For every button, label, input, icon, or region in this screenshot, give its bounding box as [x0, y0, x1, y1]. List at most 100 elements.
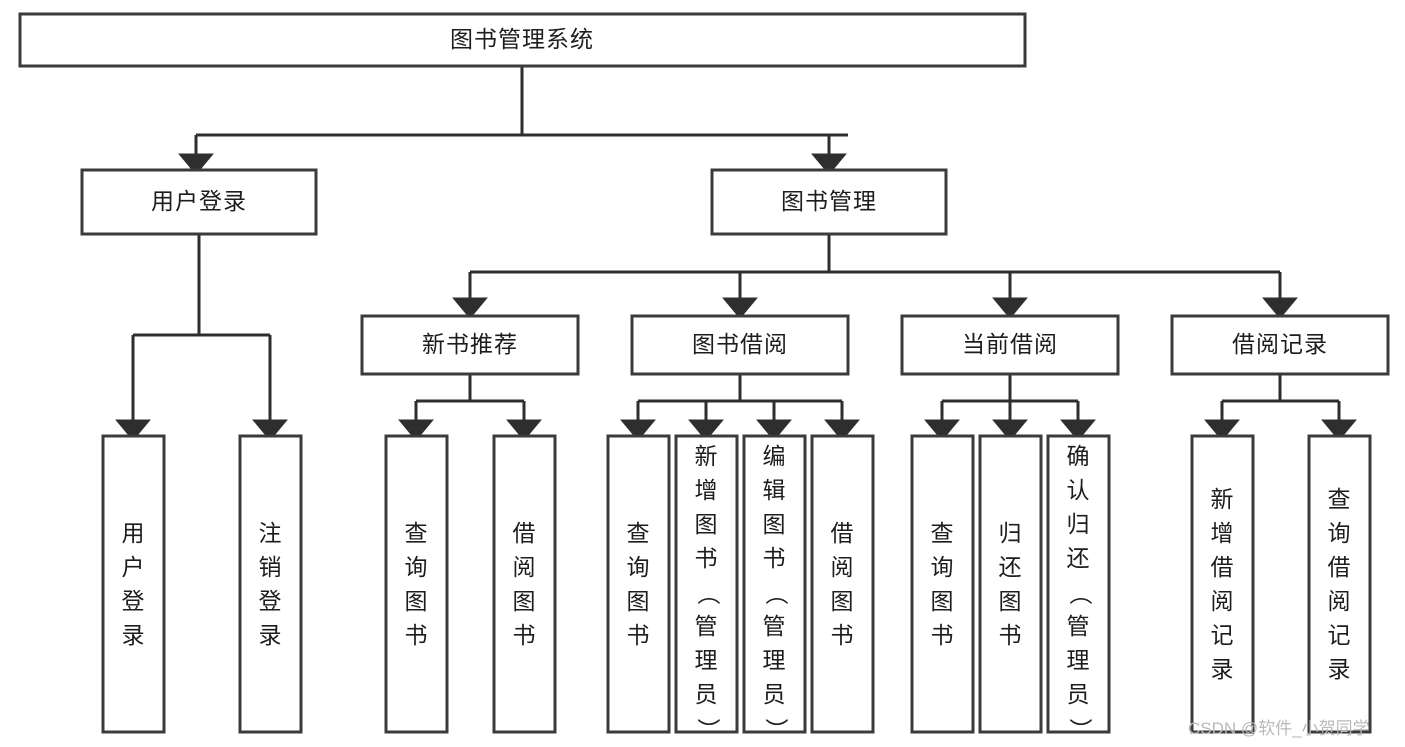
svg-text:确: 确	[1067, 443, 1091, 469]
svg-text:阅: 阅	[1211, 588, 1235, 614]
svg-text:记: 记	[1328, 622, 1352, 648]
svg-text:理: 理	[763, 647, 787, 673]
svg-text:还: 还	[999, 554, 1023, 580]
svg-text:阅: 阅	[1328, 588, 1352, 614]
node-book-manage-box[interactable]	[710, 168, 948, 236]
svg-text:归: 归	[1067, 511, 1091, 537]
svg-text:图: 图	[999, 588, 1023, 614]
svg-text:注: 注	[259, 520, 283, 546]
node-leaf-query-book-1-box[interactable]	[384, 434, 449, 734]
node-book-borrow-box[interactable]	[630, 314, 850, 376]
svg-text:图: 图	[931, 588, 955, 614]
svg-text:阅: 阅	[831, 554, 855, 580]
node-new-book-recommend-box[interactable]	[360, 314, 580, 376]
node-leaf-edit-book-admin-box[interactable]	[742, 434, 807, 734]
svg-text:编: 编	[763, 443, 787, 469]
node-leaf-query-book-2[interactable]	[606, 434, 671, 734]
node-leaf-add-book-admin[interactable]	[674, 434, 739, 734]
node-book-manage[interactable]: 图书管理	[710, 168, 948, 236]
svg-text:图: 图	[763, 511, 787, 537]
node-root-box[interactable]	[18, 12, 1027, 68]
svg-text:查: 查	[627, 520, 651, 546]
node-book-borrow[interactable]: 图书借阅	[630, 314, 850, 376]
svg-text:还: 还	[1067, 545, 1091, 571]
svg-text:销: 销	[259, 554, 283, 580]
svg-text:图: 图	[627, 588, 651, 614]
node-leaf-user-login[interactable]	[101, 434, 166, 734]
svg-text:书: 书	[931, 622, 955, 648]
node-user-login-label: 用户登录	[151, 188, 247, 214]
node-new-book-recommend-label: 新书推荐	[422, 331, 518, 357]
svg-text:录: 录	[1328, 656, 1352, 682]
svg-text:（: （	[695, 582, 721, 606]
node-user-login-box[interactable]	[80, 168, 318, 236]
svg-text:书: 书	[405, 622, 429, 648]
svg-text:新: 新	[695, 443, 719, 469]
node-user-login[interactable]: 用户登录	[80, 168, 318, 236]
node-current-borrow-box[interactable]	[900, 314, 1120, 376]
node-leaf-confirm-return-admin-box[interactable]	[1046, 434, 1111, 734]
node-new-book-recommend[interactable]: 新书推荐	[360, 314, 580, 376]
node-leaf-query-book-1[interactable]	[384, 434, 449, 734]
svg-text:查: 查	[1328, 486, 1352, 512]
node-root[interactable]: 图书管理系统	[18, 12, 1027, 68]
node-current-borrow[interactable]: 当前借阅	[900, 314, 1120, 376]
connector-layer	[115, 66, 1357, 441]
node-leaf-borrow-book-1-box[interactable]	[492, 434, 557, 734]
node-leaf-logout-login-box[interactable]	[238, 434, 303, 734]
svg-text:图: 图	[405, 588, 429, 614]
svg-text:登: 登	[122, 588, 146, 614]
svg-text:员: 员	[1067, 681, 1091, 707]
svg-text:记: 记	[1211, 622, 1235, 648]
svg-text:借: 借	[1211, 554, 1235, 580]
node-leaf-confirm-return-admin[interactable]	[1046, 434, 1111, 734]
node-leaf-query-book-3[interactable]	[910, 434, 975, 734]
svg-text:登: 登	[259, 588, 283, 614]
svg-text:询: 询	[405, 554, 429, 580]
node-leaf-borrow-book-2[interactable]	[810, 434, 875, 734]
svg-text:辑: 辑	[763, 477, 787, 503]
svg-text:增: 增	[695, 477, 719, 503]
svg-text:查: 查	[405, 520, 429, 546]
svg-text:查: 查	[931, 520, 955, 546]
svg-text:借: 借	[831, 520, 855, 546]
node-leaf-add-borrow-record[interactable]	[1190, 434, 1255, 734]
node-leaf-user-login-box[interactable]	[101, 434, 166, 734]
node-leaf-query-borrow-record-box[interactable]	[1307, 434, 1372, 734]
node-borrow-record-box[interactable]	[1170, 314, 1390, 376]
node-leaf-return-book-box[interactable]	[978, 434, 1043, 734]
svg-text:图: 图	[695, 511, 719, 537]
svg-text:图: 图	[831, 588, 855, 614]
svg-text:（: （	[1067, 582, 1093, 606]
node-leaf-borrow-book-1[interactable]	[492, 434, 557, 734]
svg-text:借: 借	[1328, 554, 1352, 580]
node-leaf-query-borrow-record[interactable]	[1307, 434, 1372, 734]
node-leaf-edit-book-admin[interactable]	[742, 434, 807, 734]
svg-text:录: 录	[122, 622, 146, 648]
svg-text:书: 书	[695, 545, 719, 571]
node-leaf-query-book-2-box[interactable]	[606, 434, 671, 734]
node-leaf-add-book-admin-box[interactable]	[674, 434, 739, 734]
node-leaf-query-book-3-box[interactable]	[910, 434, 975, 734]
node-leaf-add-borrow-record-box[interactable]	[1190, 434, 1255, 734]
svg-text:用: 用	[122, 520, 146, 546]
svg-text:书: 书	[999, 622, 1023, 648]
svg-text:）: ）	[695, 718, 721, 742]
node-leaf-return-book[interactable]	[978, 434, 1043, 734]
node-leaf-logout-login[interactable]	[238, 434, 303, 734]
svg-text:书: 书	[513, 622, 537, 648]
leaf-label-layer: 用户登录注销登录查询图书借阅图书查询图书新增图书（管理员）编辑图书（管理员）借阅…	[122, 443, 1352, 742]
svg-text:增: 增	[1211, 520, 1235, 546]
svg-text:认: 认	[1067, 477, 1091, 503]
node-borrow-record[interactable]: 借阅记录	[1170, 314, 1390, 376]
node-leaf-borrow-book-2-box[interactable]	[810, 434, 875, 734]
svg-text:（: （	[763, 582, 789, 606]
